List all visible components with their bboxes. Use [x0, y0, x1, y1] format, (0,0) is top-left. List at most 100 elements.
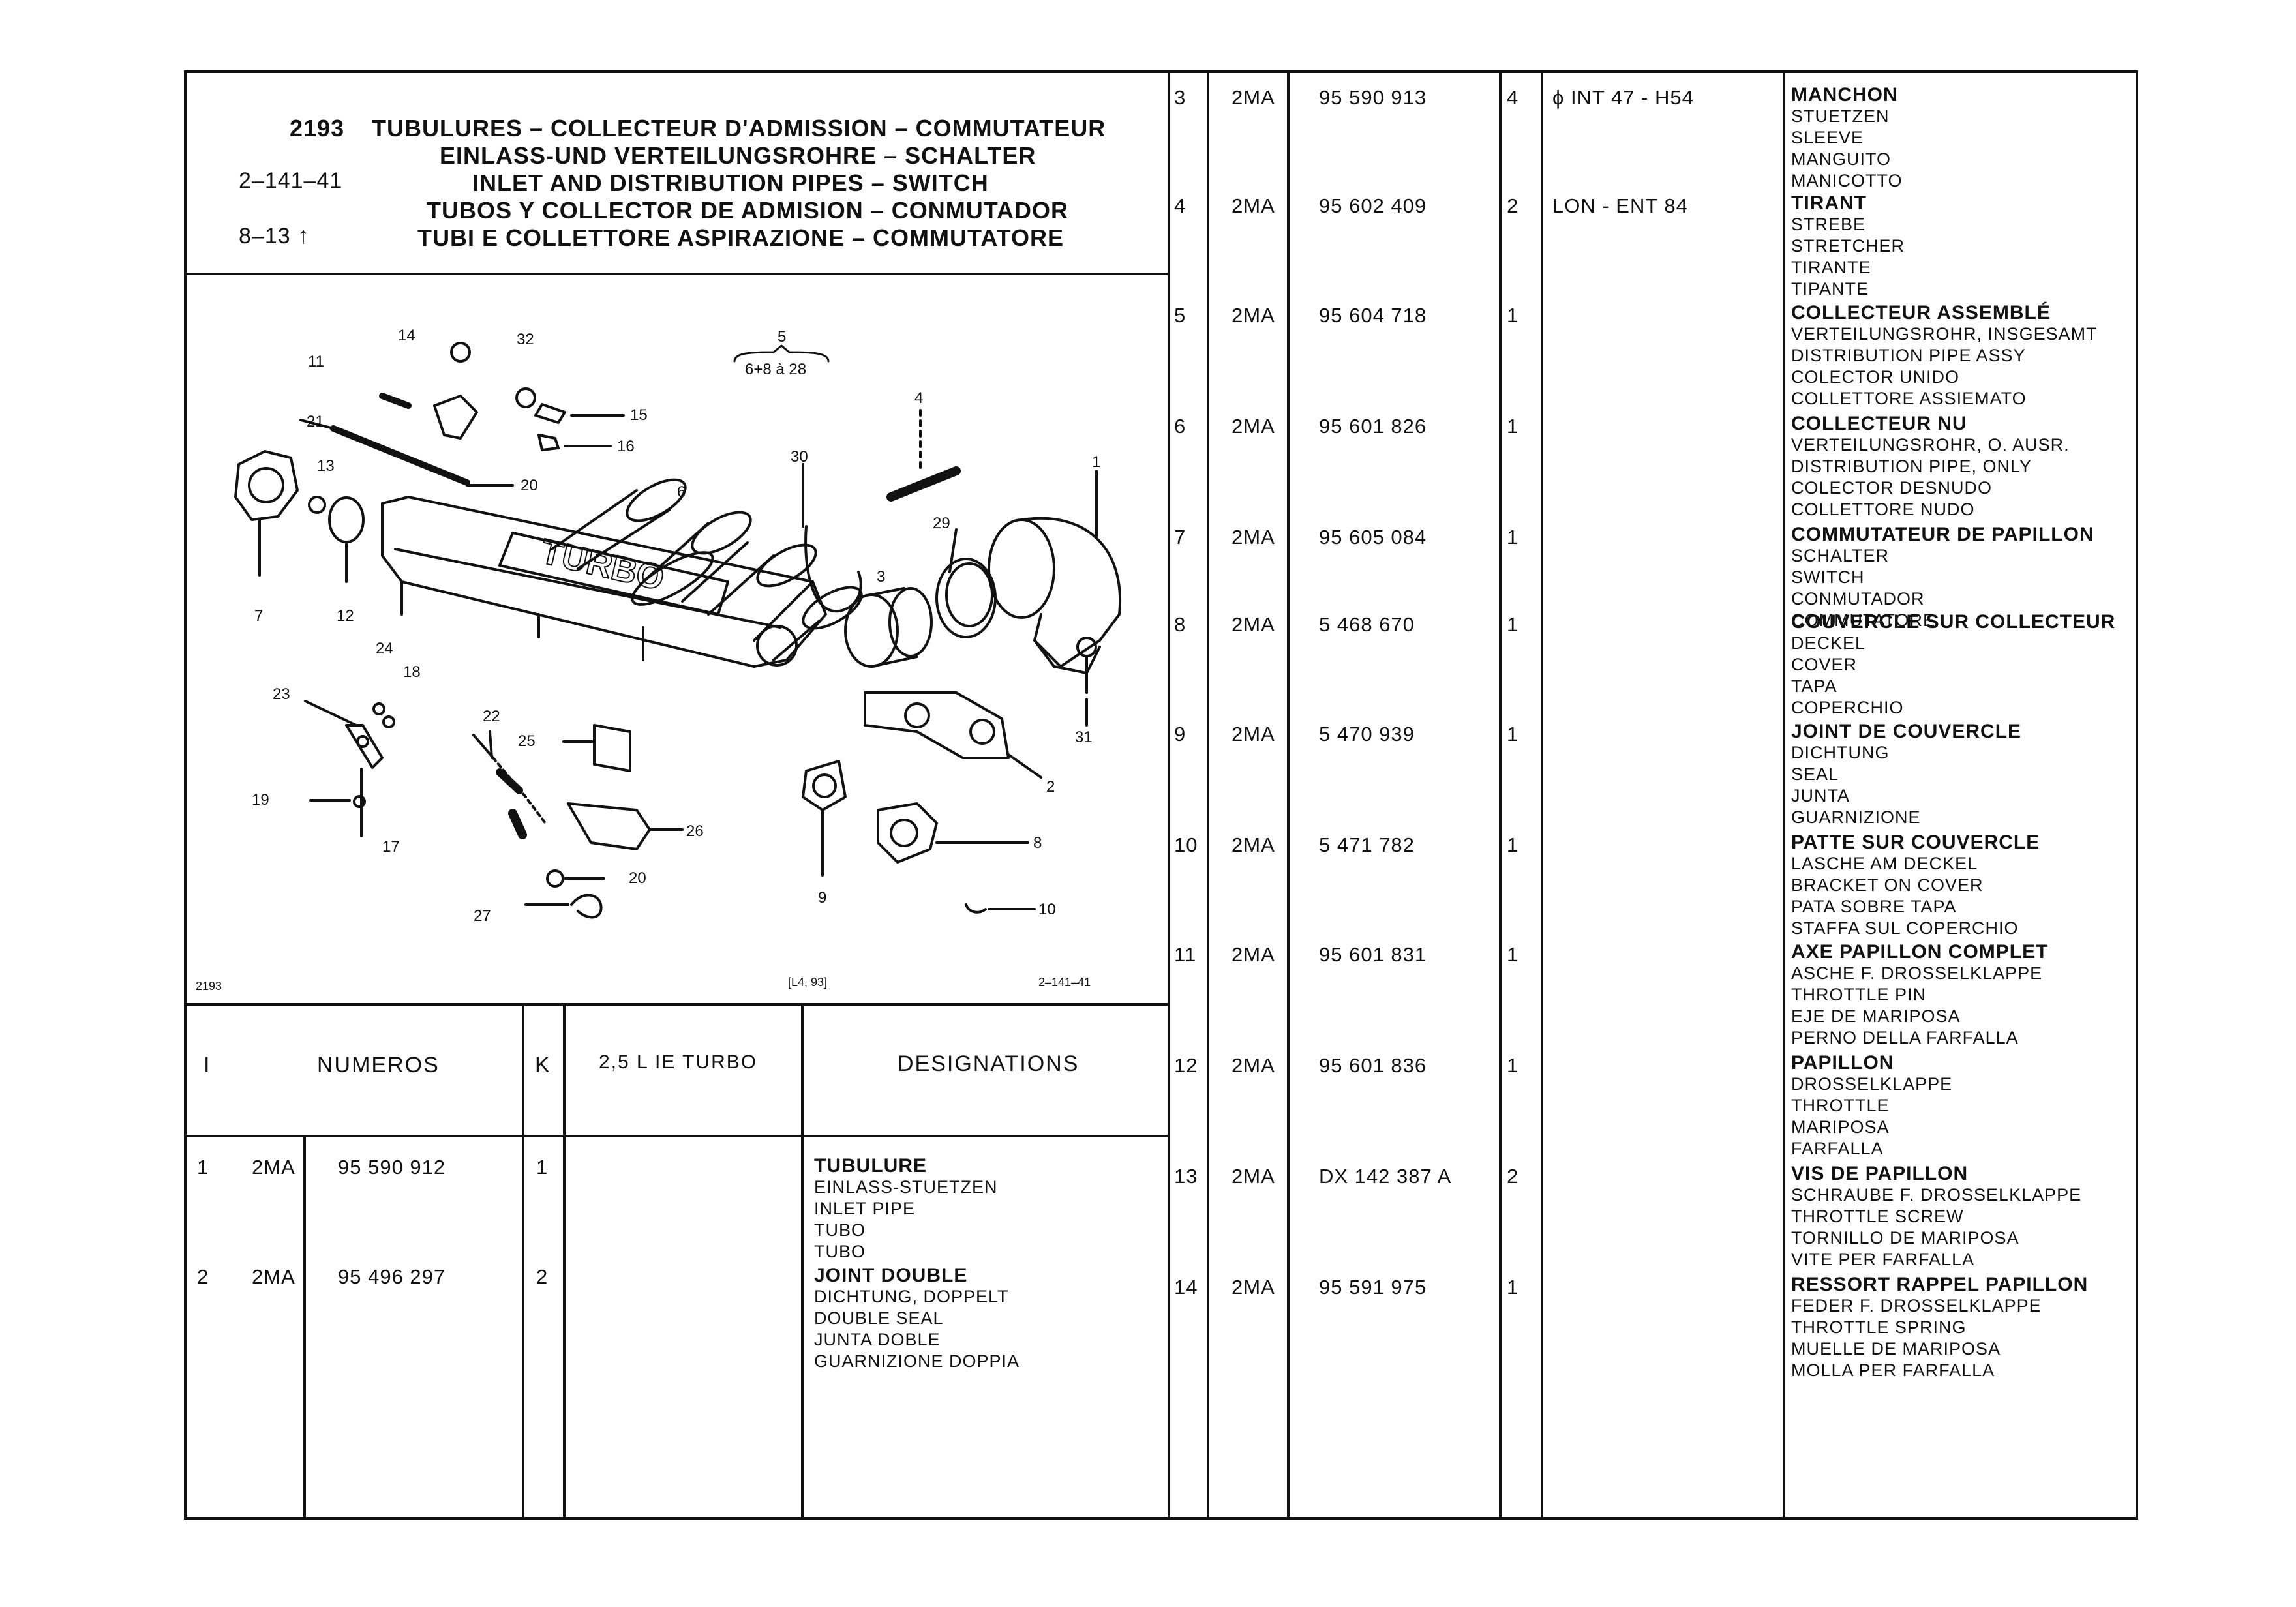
designation-it: TIPANTE: [1791, 279, 1869, 299]
callout-29: 29: [933, 515, 950, 532]
row-note: LON - ENT 84: [1552, 194, 1688, 217]
row-index: 11: [1174, 943, 1197, 966]
row-prefix: 2MA: [1231, 415, 1275, 438]
callout-2: 2: [1046, 778, 1055, 796]
col-header-numeros: NUMEROS: [317, 1053, 440, 1077]
designation-es: COLECTOR DESNUDO: [1791, 478, 1993, 498]
designation-main: TUBULURE: [814, 1155, 927, 1177]
row-number: 5 468 670: [1319, 613, 1415, 636]
row-note: ϕ INT 47 - H54: [1552, 86, 1694, 109]
callout-31: 31: [1075, 728, 1093, 746]
row-index: 8: [1174, 613, 1186, 636]
table-header-line: [184, 1135, 1170, 1137]
designation-main: RESSORT RAPPEL PAPILLON: [1791, 1274, 2089, 1295]
designation-es: MANGUITO: [1791, 149, 1892, 169]
designation-es: TIRANTE: [1791, 258, 1871, 277]
screw-part: [1076, 637, 1097, 727]
designation-es: MARIPOSA: [1791, 1117, 1890, 1137]
caption-mid: [L4, 93]: [788, 976, 827, 989]
row-index: 14: [1174, 1276, 1198, 1299]
designation-main: COUVERCLE SUR COLLECTEUR: [1791, 611, 2116, 633]
designation-de: DECKEL: [1791, 633, 1866, 653]
designation-en: SLEEVE: [1791, 128, 1864, 147]
caption-right: 2–141–41: [1038, 976, 1091, 989]
designation-es: MUELLE DE MARIPOSA: [1791, 1339, 2001, 1359]
designation-it: GUARNIZIONE: [1791, 807, 1921, 827]
throttle-body-part: [234, 450, 299, 577]
designation-main: MANCHON: [1791, 84, 1898, 106]
row-prefix: 2MA: [1231, 613, 1275, 636]
col-line: [563, 1003, 566, 1520]
header-divider: [184, 273, 1170, 275]
bracket-part: [965, 903, 1036, 914]
designation-it: FARFALLA: [1791, 1139, 1884, 1158]
row-number: 95 591 975: [1319, 1276, 1427, 1299]
designation-main: TIRANT: [1791, 192, 1867, 214]
col-line: [801, 1003, 804, 1520]
row-index: 9: [1174, 723, 1186, 745]
row-prefix: 2MA: [1231, 834, 1275, 856]
row-qty: 4: [1507, 86, 1519, 109]
ref-number-2-text: 8–13: [239, 224, 291, 248]
designation-en: BRACKET ON COVER: [1791, 875, 1984, 895]
linkage-parts: [304, 700, 395, 837]
callout-14: 14: [398, 327, 415, 344]
row-number: 95 601 836: [1319, 1054, 1427, 1077]
callout-30: 30: [791, 448, 808, 466]
designation-de: SCHRAUBE F. DROSSELKLAPPE: [1791, 1185, 2082, 1205]
row-qty: 1: [1507, 834, 1519, 856]
bracket-plate-part: [562, 724, 684, 850]
designation-en: THROTTLE: [1791, 1096, 1890, 1115]
callout-labels: 1 2 3 4 6 7 8 9 10 11 12 13 14 15 16 17 …: [252, 327, 1100, 925]
designation-en: INLET PIPE: [814, 1199, 916, 1218]
designation-it: COLLETTORE NUDO: [1791, 500, 1975, 519]
designation-de: STREBE: [1791, 215, 1866, 234]
title-fr: TUBULURES – COLLECTEUR D'ADMISSION – COM…: [372, 115, 1106, 142]
row-prefix: 2MA: [252, 1156, 295, 1179]
designation-main: JOINT DE COUVERCLE: [1791, 721, 2022, 742]
row-index: 4: [1174, 194, 1186, 217]
designation-de: DICHTUNG, DOPPELT: [814, 1287, 1009, 1306]
row-qty: 1: [536, 1156, 549, 1179]
designation-es: JUNTA: [1791, 786, 1850, 805]
callout-22: 22: [483, 708, 500, 725]
col-line: [1783, 70, 1785, 1520]
designation-it: COPERCHIO: [1791, 698, 1904, 717]
row-prefix: 2MA: [1231, 526, 1275, 548]
caption-left: 2193: [196, 980, 222, 993]
row-prefix: 2MA: [1231, 1276, 1275, 1299]
row-number: 5 470 939: [1319, 723, 1415, 745]
row-qty: 1: [1507, 304, 1519, 327]
callout-20: 20: [521, 477, 538, 494]
designation-it: STAFFA SUL COPERCHIO: [1791, 918, 2019, 938]
designation-es: CONMUTADOR: [1791, 589, 1925, 608]
designation-es: EJE DE MARIPOSA: [1791, 1006, 1961, 1026]
callout-12: 12: [337, 607, 354, 625]
row-number: DX 142 387 A: [1319, 1165, 1452, 1188]
col-line: [303, 1135, 306, 1520]
designation-de: ASCHE F. DROSSELKLAPPE: [1791, 963, 2043, 983]
designation-en: THROTTLE SPRING: [1791, 1317, 1967, 1337]
row-prefix: 2MA: [1231, 1165, 1275, 1188]
page-code: 2193: [290, 115, 345, 142]
row-index: 1: [197, 1156, 209, 1179]
designation-it: GUARNIZIONE DOPPIA: [814, 1351, 1020, 1371]
row-index: 12: [1174, 1054, 1198, 1077]
callout-16: 16: [617, 438, 635, 455]
designation-en: THROTTLE SCREW: [1791, 1207, 1964, 1226]
designation-es: TUBO: [814, 1220, 866, 1240]
designation-it: COMMUTATORE: [1791, 610, 1935, 630]
row-prefix: 2MA: [1231, 943, 1275, 966]
small-clip-part: [524, 869, 605, 919]
callout-18: 18: [403, 663, 421, 681]
callout-19: 19: [252, 791, 269, 809]
row-qty: 1: [1507, 613, 1519, 636]
row-index: 10: [1174, 834, 1198, 856]
double-seal-part: [864, 691, 1042, 779]
col-line: [1207, 70, 1209, 1520]
row-qty: 1: [1507, 415, 1519, 438]
